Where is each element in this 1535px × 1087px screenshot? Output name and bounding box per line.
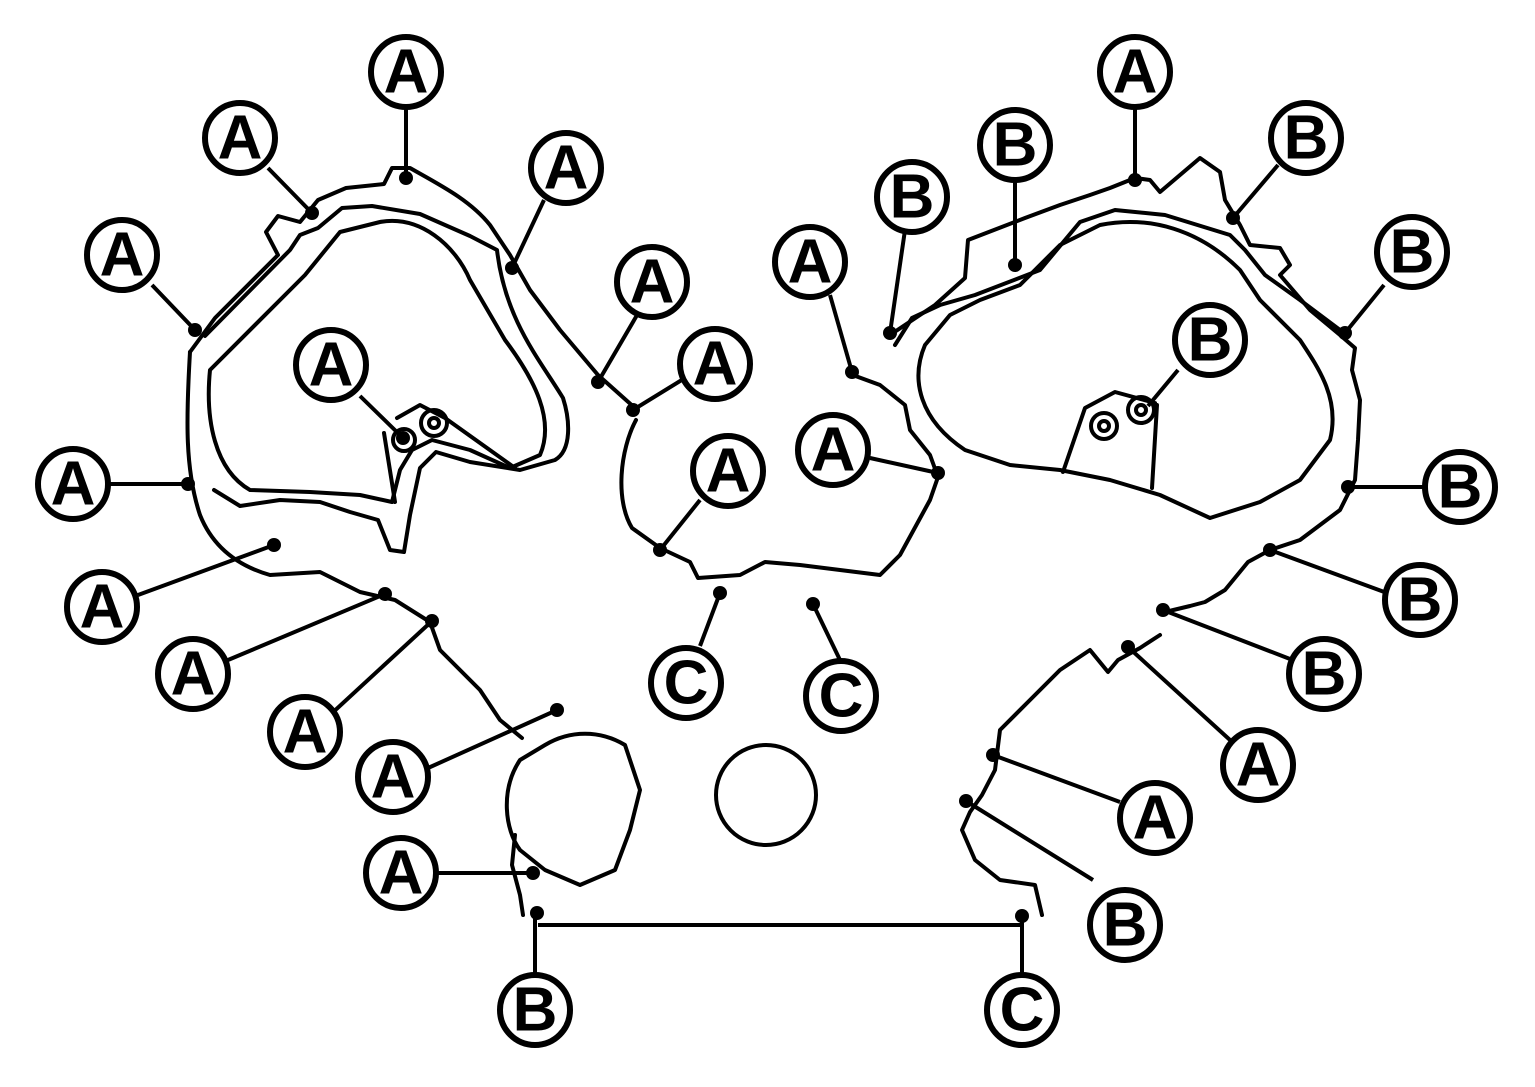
callout-badge: A bbox=[772, 224, 848, 300]
callout-label: A bbox=[80, 573, 125, 642]
callout-label: A bbox=[371, 743, 416, 812]
callout-label: B bbox=[1188, 306, 1233, 375]
callout-badge: A bbox=[368, 34, 444, 110]
callout-label: A bbox=[100, 221, 145, 290]
callout-label: A bbox=[788, 228, 833, 297]
callout-badge: A bbox=[795, 412, 871, 488]
callout-label: B bbox=[1103, 891, 1148, 960]
callout-badge: B bbox=[1268, 100, 1344, 176]
callout-badge: A bbox=[35, 446, 111, 522]
callout-label: B bbox=[890, 163, 935, 232]
callout-label: A bbox=[693, 330, 738, 399]
callout-badge: B bbox=[874, 159, 950, 235]
callout-label: A bbox=[811, 416, 856, 485]
callout-label: B bbox=[1390, 218, 1435, 287]
callout-badge: A bbox=[690, 433, 766, 509]
callout-badge: A bbox=[64, 569, 140, 645]
left-cover-outline bbox=[185, 166, 637, 740]
callout-badge: B bbox=[1087, 887, 1163, 963]
callout-label: A bbox=[630, 248, 675, 317]
callout-badge: A bbox=[528, 130, 604, 206]
callout-badge: A bbox=[363, 835, 439, 911]
callout-label: B bbox=[1302, 640, 1347, 709]
callout-label: A bbox=[283, 698, 328, 767]
callout-label: C bbox=[664, 649, 709, 718]
callout-badge: A bbox=[355, 739, 431, 815]
callout-badge: B bbox=[497, 972, 573, 1048]
callout-label: A bbox=[309, 331, 354, 400]
callout-label: A bbox=[379, 839, 424, 908]
callout-badges: A A A A A A A A bbox=[35, 34, 1498, 1048]
right-inner-chamber bbox=[916, 220, 1335, 520]
callout-label: A bbox=[384, 38, 429, 107]
callout-label: C bbox=[819, 662, 864, 731]
callout-badge: B bbox=[1172, 302, 1248, 378]
callout-badge: A bbox=[614, 244, 690, 320]
callout-badge: B bbox=[1286, 636, 1362, 712]
callout-label: A bbox=[1133, 784, 1178, 853]
callout-badge: A bbox=[267, 694, 343, 770]
left-inner-chamber bbox=[206, 219, 548, 504]
callout-badge: B bbox=[1374, 214, 1450, 290]
callout-label: A bbox=[706, 437, 751, 506]
center-hole bbox=[714, 743, 818, 847]
callout-badge: C bbox=[648, 645, 724, 721]
center-upper-outline bbox=[619, 372, 940, 580]
callout-badge: A bbox=[1117, 780, 1193, 856]
callout-label: A bbox=[1236, 731, 1281, 800]
callout-badge: B bbox=[1422, 449, 1498, 525]
leader-lines bbox=[108, 105, 1425, 975]
callout-badge: A bbox=[1097, 34, 1173, 110]
callout-label: B bbox=[1284, 104, 1329, 173]
callout-label: A bbox=[171, 640, 216, 709]
callout-badge: C bbox=[984, 972, 1060, 1048]
callout-badge: A bbox=[155, 636, 231, 712]
callout-label: A bbox=[51, 450, 96, 519]
callout-label: B bbox=[1438, 453, 1483, 522]
callout-badge: B bbox=[977, 107, 1053, 183]
callout-label: C bbox=[1000, 976, 1045, 1045]
callout-badge: A bbox=[677, 326, 753, 402]
callout-label: A bbox=[1113, 38, 1158, 107]
callout-badge: A bbox=[202, 100, 278, 176]
callout-label: B bbox=[1398, 566, 1443, 635]
lower-left-blob bbox=[504, 731, 642, 917]
callout-label: B bbox=[513, 976, 558, 1045]
callout-badge: A bbox=[293, 327, 369, 403]
callout-label: B bbox=[993, 111, 1038, 180]
callout-badge: C bbox=[803, 658, 879, 734]
leader-dots bbox=[181, 171, 1355, 923]
callout-label: A bbox=[218, 104, 263, 173]
callout-label: A bbox=[544, 134, 589, 203]
callout-badge: A bbox=[84, 217, 160, 293]
callout-badge: A bbox=[1220, 727, 1296, 803]
callout-badge: B bbox=[1382, 562, 1458, 638]
